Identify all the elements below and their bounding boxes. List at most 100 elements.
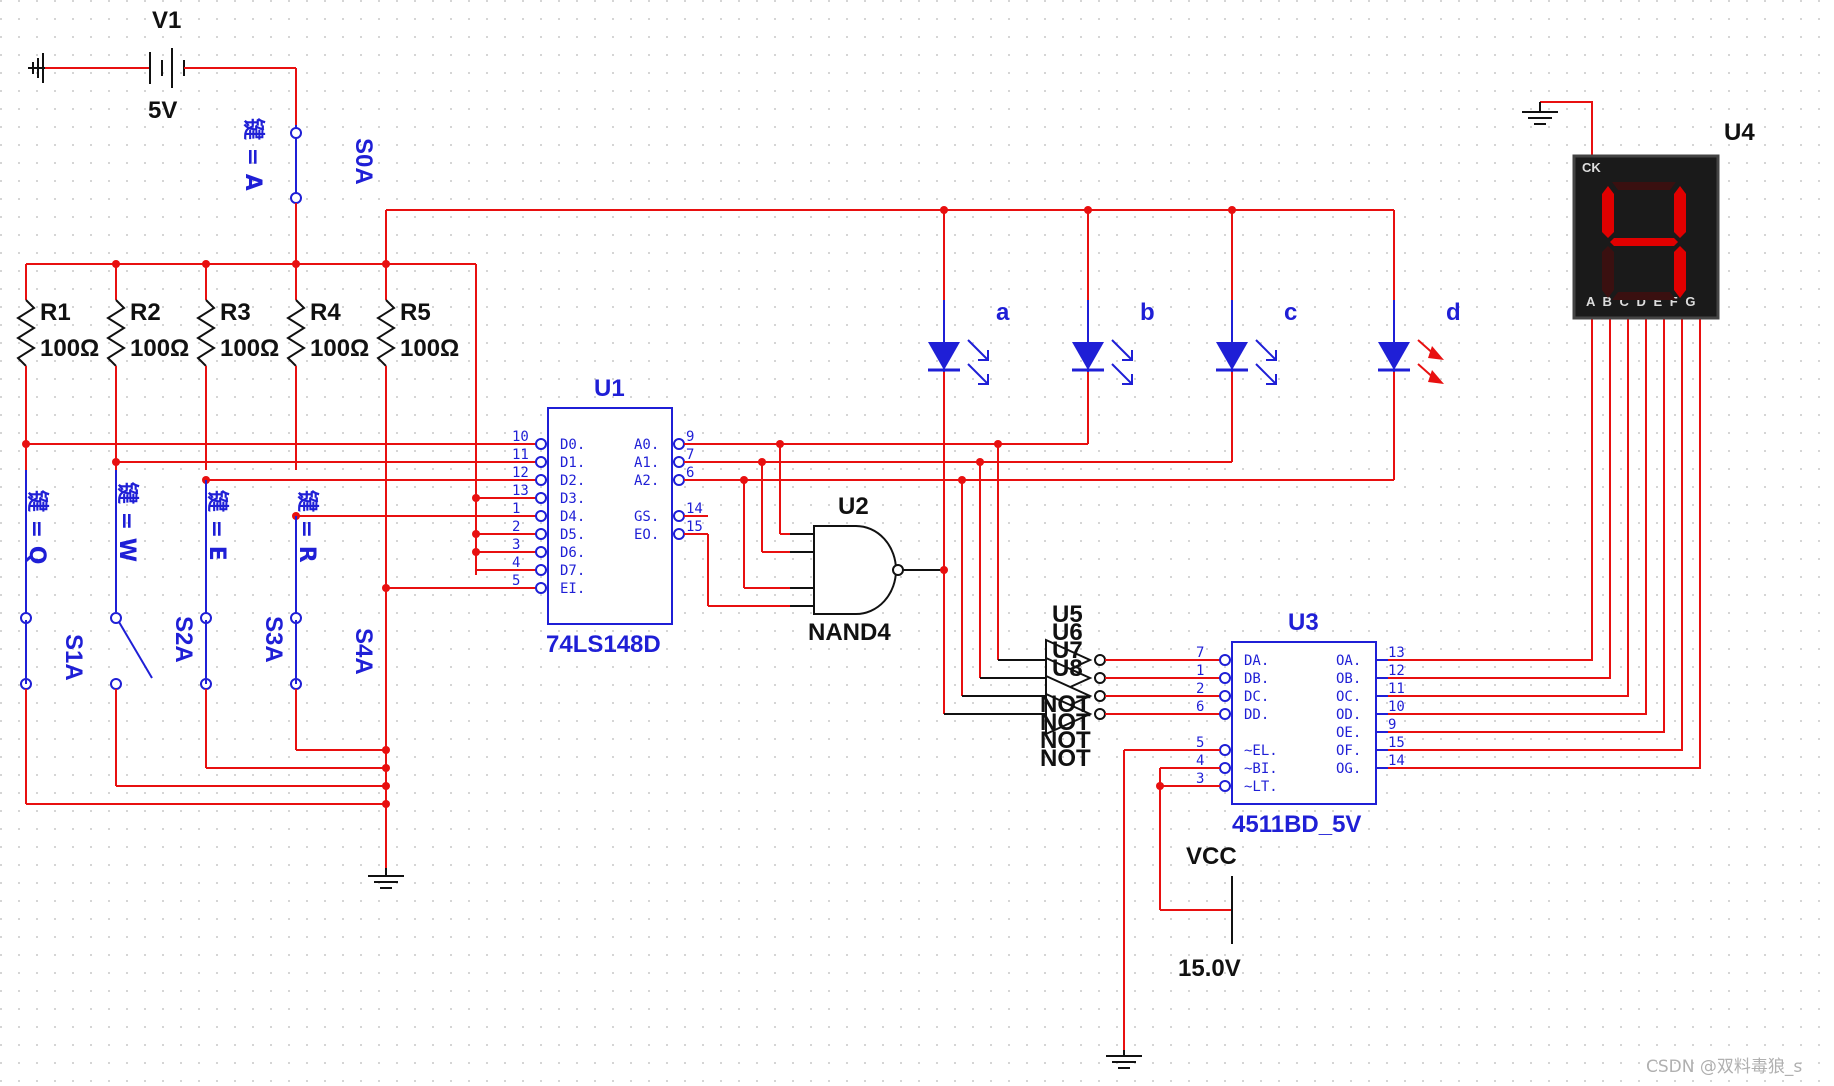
- u1-pin-a2[interactable]: [673, 474, 685, 486]
- resistor-r1[interactable]: R1 100Ω: [16, 264, 99, 470]
- r3-ref: R3: [220, 299, 251, 326]
- u3-pin-db[interactable]: [1219, 672, 1231, 684]
- u1-pin-d0[interactable]: [535, 438, 547, 450]
- led-d[interactable]: d: [1378, 299, 1461, 384]
- u3-pin-number: 15: [1388, 735, 1405, 751]
- battery-v1[interactable]: V1 5V: [28, 7, 296, 124]
- u6-ref: U6: [1052, 619, 1083, 646]
- resistor-r2[interactable]: R2 100Ω: [106, 264, 189, 470]
- u1-pin-name: D0.: [560, 437, 585, 453]
- u1-pin-d3[interactable]: [535, 492, 547, 504]
- switch-s3a[interactable]: 键 = E S3A: [200, 480, 287, 768]
- s0a-ref: S0A: [350, 138, 377, 185]
- u1-pin-number: 14: [686, 501, 703, 517]
- u1-pin-number: 13: [512, 483, 529, 499]
- u1-pin-d7[interactable]: [535, 564, 547, 576]
- resistor-r3[interactable]: R3 100Ω: [196, 264, 279, 470]
- switch-s1a[interactable]: 键 = Q S1A: [20, 470, 87, 804]
- u3-pin-number: 11: [1388, 681, 1405, 697]
- led-a[interactable]: a: [928, 299, 1010, 385]
- u1-pin-d4[interactable]: [535, 510, 547, 522]
- not-label-4: NOT: [1040, 745, 1091, 772]
- gate-u2-nand4[interactable]: U2 NAND4: [808, 493, 948, 646]
- seven-segment-display-u4[interactable]: CK A B C D E F G U4: [1522, 101, 1755, 320]
- u1-pin-number: 4: [512, 555, 520, 571]
- u3-pin-dc[interactable]: [1219, 690, 1231, 702]
- u1-ref: U1: [594, 375, 625, 402]
- r1-ref: R1: [40, 299, 71, 326]
- u3-pin-number: 7: [1196, 645, 1204, 661]
- u1-pin-eo[interactable]: [673, 528, 685, 540]
- u3-pin-nlt[interactable]: [1219, 780, 1231, 792]
- r4-value: 100Ω: [310, 335, 369, 362]
- s3a-key: 键 = E: [204, 490, 230, 561]
- u1-pin-number: 6: [686, 465, 694, 481]
- u3-pin-nbi[interactable]: [1219, 762, 1231, 774]
- u3-pin-name: ~EL.: [1244, 743, 1278, 759]
- u3-pin-number: 3: [1196, 771, 1204, 787]
- vcc-value: 15.0V: [1178, 955, 1241, 982]
- s3a-ref: S3A: [260, 616, 287, 663]
- u3-pin-number: 12: [1388, 663, 1405, 679]
- u3-pin-number: 13: [1388, 645, 1405, 661]
- u3-ref: U3: [1288, 609, 1319, 636]
- u3-part: 4511BD_5V: [1232, 811, 1361, 838]
- u1-pin-d2[interactable]: [535, 474, 547, 486]
- u3-pin-dd[interactable]: [1219, 708, 1231, 720]
- u3-pin-number: 4: [1196, 753, 1204, 769]
- u3-control-wires: [1123, 749, 1232, 1050]
- led-b[interactable]: b: [1072, 299, 1155, 385]
- segment-e: [1602, 246, 1614, 298]
- u1-pin-ei[interactable]: [535, 582, 547, 594]
- segment-c: [1674, 246, 1686, 298]
- r5-ref: R5: [400, 299, 431, 326]
- switch-s4a[interactable]: 键 = R S4A: [290, 490, 377, 750]
- u3-pin-name: OC.: [1336, 689, 1361, 705]
- u5-ref: U5: [1052, 601, 1083, 628]
- u1-pin-d5[interactable]: [535, 528, 547, 540]
- r2-value: 100Ω: [130, 335, 189, 362]
- u1-pin-gs[interactable]: [673, 510, 685, 522]
- u1-pin-d1[interactable]: [535, 456, 547, 468]
- u3-pin-nel[interactable]: [1219, 744, 1231, 756]
- vcc-source[interactable]: VCC 15.0V: [1178, 843, 1241, 982]
- u1-pin-a0[interactable]: [673, 438, 685, 450]
- r1-value: 100Ω: [40, 335, 99, 362]
- resistor-r5[interactable]: R5 100Ω: [376, 210, 459, 588]
- led-c[interactable]: c: [1216, 299, 1297, 385]
- r5-value: 100Ω: [400, 335, 459, 362]
- u3-pin-da[interactable]: [1219, 654, 1231, 666]
- u8-ref: U8: [1052, 655, 1083, 682]
- u1-pin-a1[interactable]: [673, 456, 685, 468]
- inverters-u5-u8[interactable]: U5 U6 U7 U8 NOT NOT NOT NOT: [944, 601, 1220, 772]
- segment-f: [1602, 186, 1614, 238]
- not-label-2: NOT: [1040, 709, 1091, 736]
- u4-ref: U4: [1724, 119, 1755, 146]
- u3-pin-name: OG.: [1336, 761, 1361, 777]
- u1-pin-name: D3.: [560, 491, 585, 507]
- u7-ref: U7: [1052, 637, 1083, 664]
- u1-pin-number: 10: [512, 429, 529, 445]
- u1-pin-d6[interactable]: [535, 546, 547, 558]
- not-label-1: NOT: [1040, 691, 1091, 718]
- u3-pin-number: 6: [1196, 699, 1204, 715]
- u1-pin-name: D2.: [560, 473, 585, 489]
- segment-b: [1674, 186, 1686, 238]
- switch-s2a[interactable]: 键 = W S2A: [110, 470, 197, 786]
- u1-pin-number: 5: [512, 573, 520, 589]
- u1-pin-number: 12: [512, 465, 529, 481]
- s4a-ref: S4A: [350, 628, 377, 675]
- not-label-3: NOT: [1040, 727, 1091, 754]
- u3-output-wires: [1388, 318, 1701, 769]
- u3-pin-number: 14: [1388, 753, 1405, 769]
- ground-icon-bottom: [1106, 1050, 1142, 1069]
- resistor-r4[interactable]: R4 100Ω: [286, 264, 369, 470]
- switch-s0a[interactable]: 键 = A S0A: [240, 68, 377, 264]
- u1-output-wires: [684, 440, 1394, 714]
